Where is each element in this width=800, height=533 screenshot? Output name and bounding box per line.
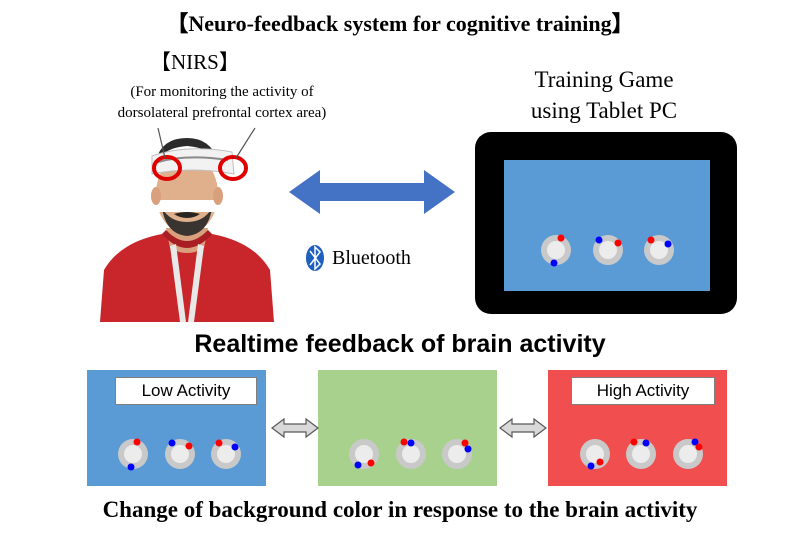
high-activity-label: High Activity: [571, 377, 715, 405]
nirs-note-line-2: dorsolateral prefrontal cortex area): [117, 105, 327, 121]
game-target: [349, 439, 379, 469]
game-target: [673, 438, 703, 469]
game-target: [541, 234, 571, 267]
diagram-title: 【Neuro-feedback system for cognitive tra…: [166, 11, 634, 36]
nirs-note-line-1: (For monitoring the activity of: [130, 84, 314, 100]
nirs-note: (For monitoring the activity of dorsolat…: [72, 82, 372, 124]
game-target: [580, 439, 610, 470]
game-target: [442, 439, 472, 469]
transition-arrow: [271, 417, 319, 439]
game-target: [626, 438, 656, 469]
feedback-heading: Realtime feedback of brain activity: [194, 330, 606, 358]
tablet-caption-line-1: Training Game: [534, 67, 674, 92]
tablet-caption: Training Game using Tablet PC: [470, 64, 738, 126]
transition-arrow: [499, 417, 547, 439]
tablet-screen: [504, 160, 710, 291]
person-illustration: [100, 138, 274, 322]
game-target: [644, 235, 674, 265]
game-target: [165, 439, 195, 469]
low-activity-label: Low Activity: [115, 377, 257, 405]
game-target: [396, 438, 426, 469]
game-target: [118, 438, 148, 471]
nirs-label: 【NIRS】: [150, 50, 240, 74]
game-target: [211, 439, 241, 469]
footer-caption: Change of background color in response t…: [102, 497, 698, 522]
person-with-nirs-photo: [100, 130, 274, 322]
game-target: [593, 235, 623, 265]
bluetooth-label: Bluetooth: [332, 247, 411, 269]
tablet-caption-line-2: using Tablet PC: [530, 98, 678, 123]
